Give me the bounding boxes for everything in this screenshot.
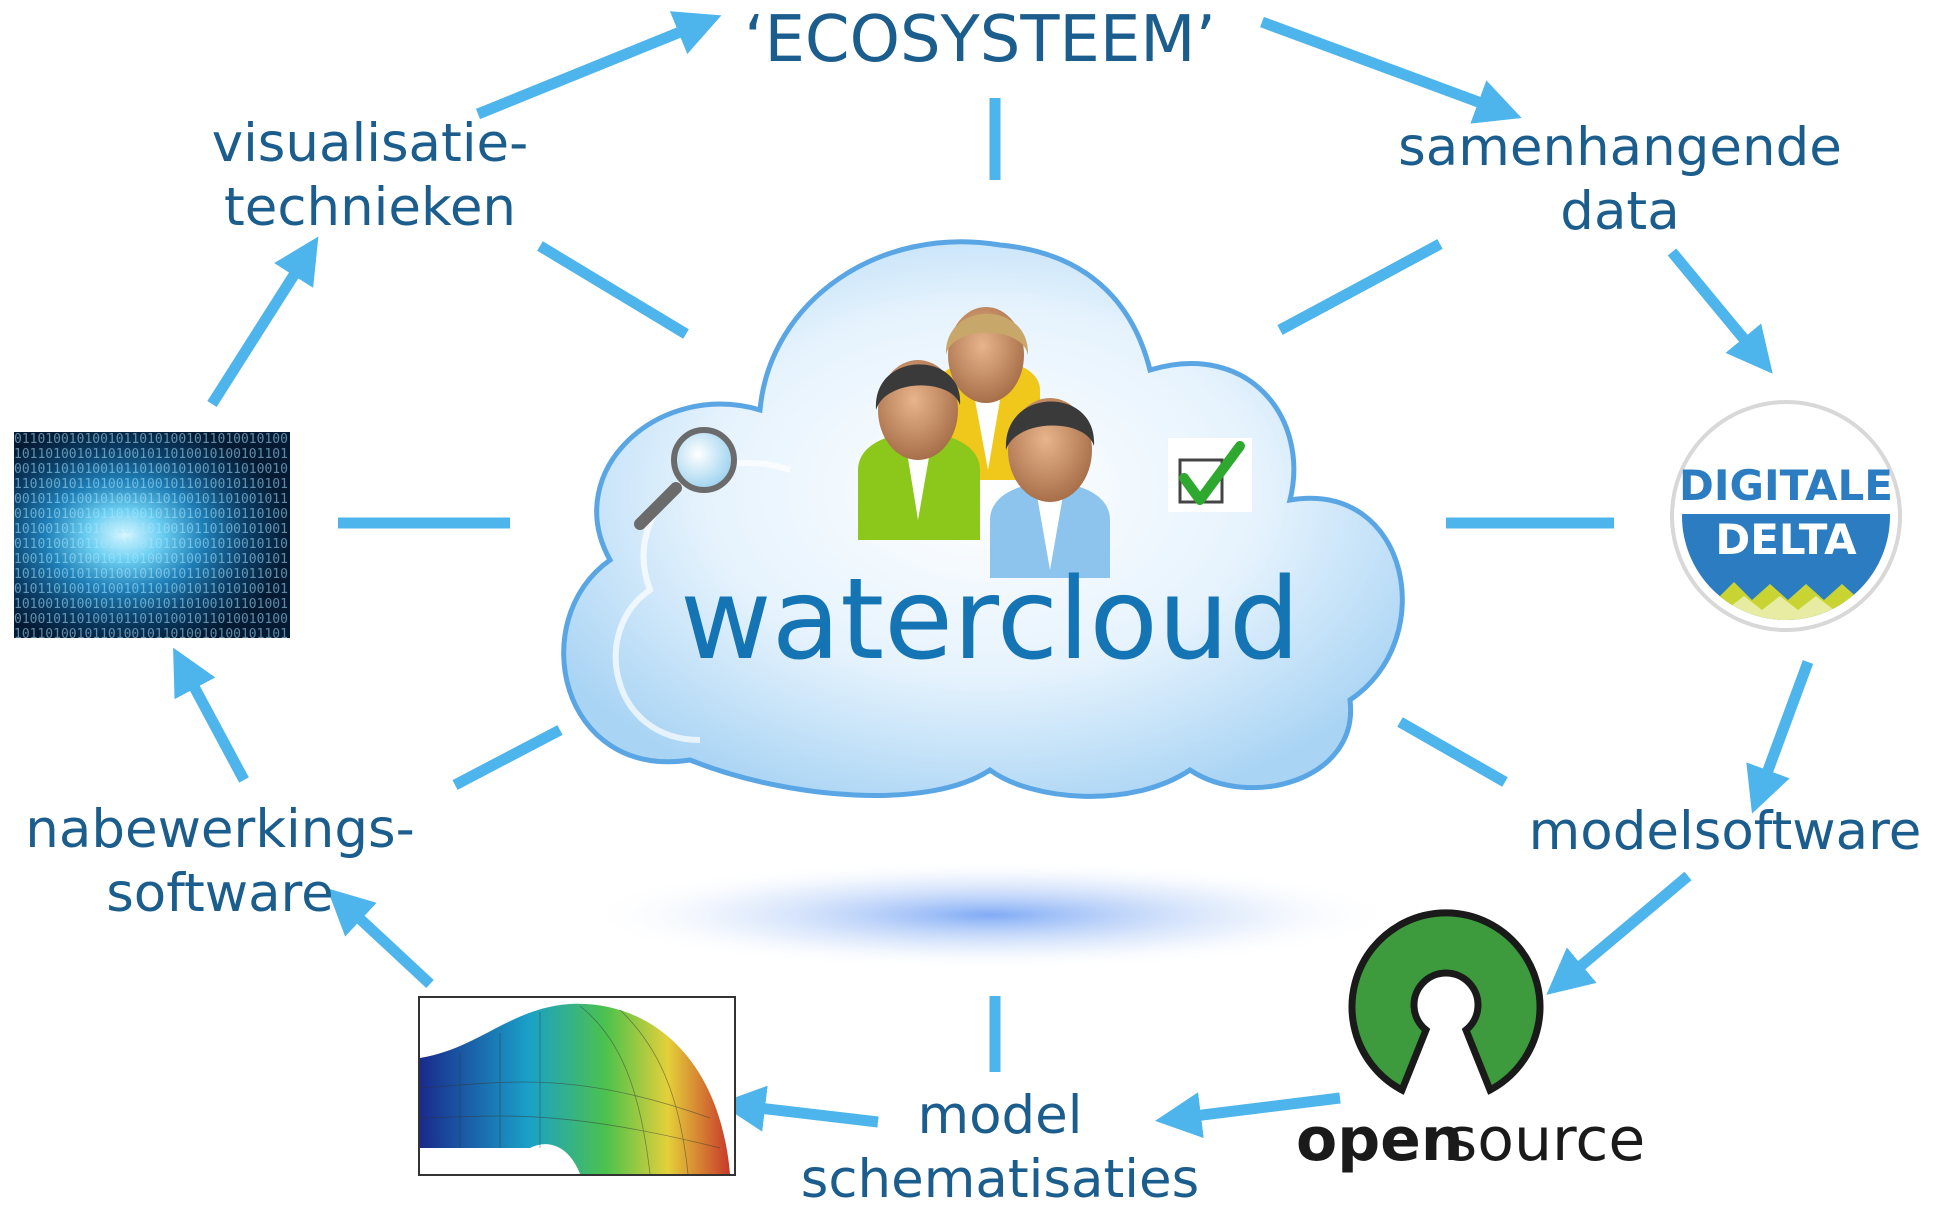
binary-tunnel-image: 0110100101001011010100101101001010010110… (14, 432, 290, 638)
binary-pattern: 0110100101001011010100101101001010010110… (14, 432, 288, 638)
mesh-model-image (418, 996, 736, 1176)
label-line: modelsoftware (1528, 801, 1922, 862)
label-line: schematisaties (800, 1149, 1200, 1210)
model-schematisaties-label: model schematisaties (780, 1084, 1220, 1212)
open-source-logo: open source (1296, 909, 1645, 1175)
open-word: open (1296, 1105, 1464, 1175)
source-word: source (1446, 1105, 1645, 1175)
label-line: visualisatie- (211, 113, 529, 174)
magnifier-icon (634, 427, 737, 530)
label-line: technieken (223, 177, 517, 238)
cloud-shadow (580, 860, 1400, 970)
delta-text: DELTA (1715, 515, 1857, 564)
cycle-arrows (173, 11, 1814, 1139)
label-line: model (917, 1085, 1083, 1146)
label-line: nabewerkings- (25, 799, 415, 860)
label-line: software (106, 863, 334, 924)
checkbox-checked-icon (1168, 438, 1252, 512)
watercloud-label: watercloud (680, 555, 1300, 685)
nabewerkings-software-label: nabewerkings- software (10, 798, 430, 926)
digitale-text: DIGITALE (1679, 461, 1893, 510)
diagram-title: ‘ECOSYSTEEM’ (744, 3, 1216, 77)
label-line: samenhangende (1398, 117, 1842, 178)
mesh-graphic (420, 1003, 730, 1174)
visualisatie-technieken-label: visualisatie- technieken (180, 112, 560, 240)
samenhangende-data-label: samenhangende data (1380, 116, 1860, 244)
spokes (338, 98, 1614, 1072)
modelsoftware-label: modelsoftware (1520, 800, 1930, 864)
digitale-delta-logo: DIGITALE DELTA (1670, 400, 1902, 632)
people-group-icon (858, 307, 1110, 578)
label-line: data (1560, 181, 1680, 242)
